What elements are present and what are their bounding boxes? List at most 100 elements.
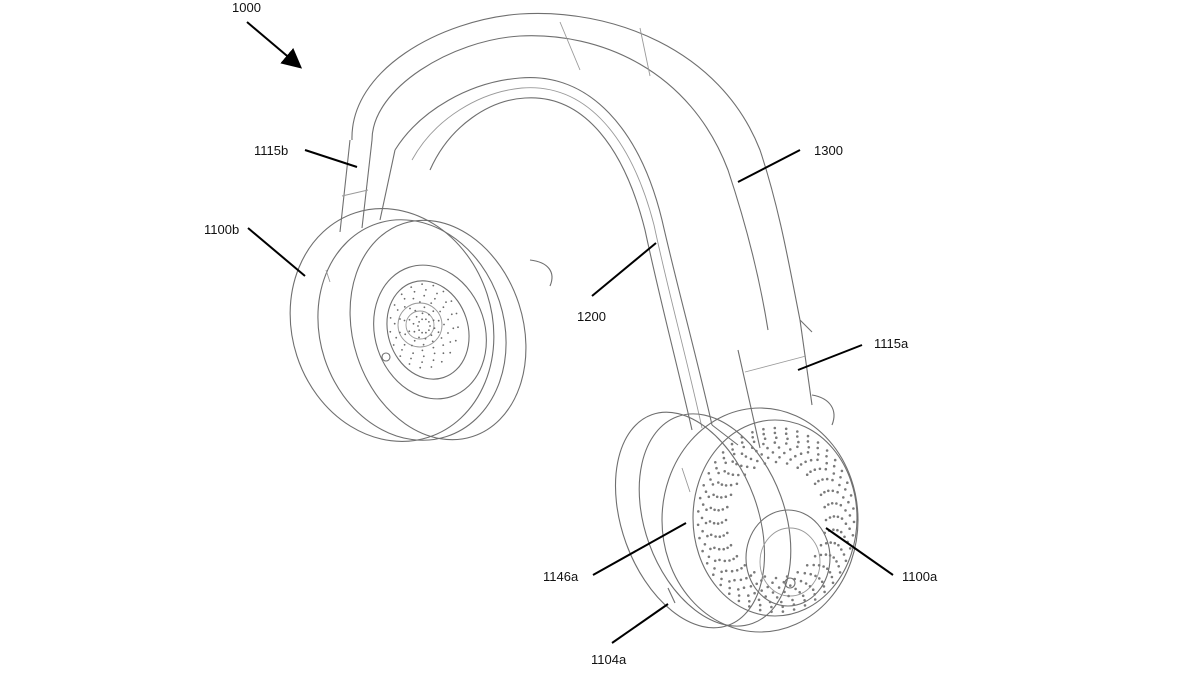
- grille-dot: [832, 515, 836, 518]
- grille-dot: [452, 327, 455, 330]
- grille-dot: [723, 559, 727, 563]
- grille-dot: [698, 536, 701, 540]
- grille-dot: [704, 490, 708, 494]
- grille-dot: [720, 577, 723, 581]
- grille-dot: [408, 330, 411, 333]
- grille-dot: [419, 301, 421, 303]
- grille-dot: [425, 331, 427, 334]
- grille-dot: [808, 585, 812, 588]
- grille-dot: [737, 594, 741, 597]
- grille-dot: [803, 599, 806, 602]
- grille-dot: [807, 446, 811, 449]
- grille-dot: [809, 458, 813, 462]
- grille-dot: [756, 459, 759, 463]
- grille-dot: [706, 534, 709, 538]
- grille-dot: [837, 543, 840, 547]
- grille-dot: [835, 502, 838, 505]
- grille-dot: [705, 508, 708, 512]
- grille-dot: [796, 466, 799, 470]
- label-1146a: 1146a: [543, 569, 579, 584]
- grille-dot: [789, 584, 792, 587]
- grille-dot: [413, 290, 416, 293]
- grille-dot: [833, 541, 837, 545]
- grille-dot: [846, 481, 849, 485]
- grille-dot: [735, 462, 738, 466]
- grille-dot: [421, 312, 424, 315]
- grille-dot: [805, 564, 809, 567]
- grille-dot: [813, 593, 816, 596]
- grille-dot: [728, 592, 731, 595]
- grille-dot: [403, 319, 406, 322]
- grille-dot: [419, 366, 422, 369]
- grille-dot: [410, 357, 412, 360]
- grille-dot: [797, 440, 800, 444]
- grille-dot: [704, 521, 708, 525]
- grille-dot: [825, 461, 828, 465]
- grille-dot: [757, 598, 761, 602]
- grille-dot: [415, 315, 418, 318]
- grille-dot: [421, 361, 423, 363]
- earcup-left: [289, 208, 553, 442]
- grille-dot: [449, 351, 452, 354]
- grille-dot: [839, 530, 843, 534]
- grille-dot: [751, 446, 754, 450]
- grille-dot: [820, 580, 824, 584]
- grille-dot: [457, 326, 459, 329]
- grille-dot: [740, 436, 744, 439]
- grille-dot: [708, 520, 712, 523]
- grille-dot: [832, 528, 835, 531]
- grille-dot: [701, 549, 704, 553]
- grille-dot: [425, 318, 427, 321]
- grille-dot: [753, 466, 756, 470]
- slider-right: [711, 319, 813, 449]
- grille-dot: [389, 317, 392, 319]
- grille-dot: [740, 452, 744, 456]
- grille-dot: [455, 312, 458, 315]
- label-1115a: 1115a: [874, 336, 909, 351]
- headband-outer: [351, 12, 813, 333]
- arrow-1000: [246, 21, 303, 69]
- grille-dot: [828, 571, 832, 574]
- grille-dot: [813, 554, 817, 558]
- grille-dot: [410, 286, 413, 288]
- grille-dot: [762, 442, 765, 446]
- grille-dot: [813, 468, 817, 472]
- grille-dot: [713, 559, 717, 563]
- grille-dot: [726, 546, 729, 550]
- grille-dot: [739, 578, 743, 582]
- grille-dot: [751, 431, 754, 434]
- grille-dot: [432, 359, 435, 362]
- grille-dot: [824, 553, 828, 556]
- grille-dot: [777, 446, 781, 449]
- grille-dot: [714, 461, 717, 464]
- grille-dot: [421, 318, 423, 321]
- grille-dot: [824, 467, 828, 471]
- grille-dot: [774, 460, 778, 464]
- grille-dot: [403, 343, 406, 346]
- grille-right: [696, 426, 856, 614]
- grille-dot: [730, 569, 734, 573]
- grille-dot: [783, 451, 786, 455]
- grille-dot: [399, 318, 401, 320]
- grille-dot: [414, 309, 417, 312]
- grille-dot: [742, 586, 746, 589]
- grille-dot: [794, 587, 797, 591]
- grille-dot: [780, 600, 783, 604]
- grille-dot: [799, 452, 803, 456]
- grille-dot: [422, 355, 425, 358]
- grille-dot: [751, 436, 754, 439]
- grille-dot: [450, 300, 453, 302]
- grille-dot: [851, 534, 855, 537]
- grille-dot: [728, 559, 731, 562]
- grille-dot: [430, 334, 433, 337]
- grille-dot: [784, 432, 788, 436]
- grille-dot: [442, 352, 445, 355]
- grille-dot: [722, 547, 725, 551]
- grille-dot: [732, 452, 736, 456]
- grille-dot: [823, 490, 826, 494]
- grille-dot: [740, 441, 744, 444]
- grille-dot: [711, 483, 715, 486]
- grille-dot: [773, 441, 777, 444]
- grille-dot: [828, 554, 832, 557]
- grille-dot: [831, 478, 834, 482]
